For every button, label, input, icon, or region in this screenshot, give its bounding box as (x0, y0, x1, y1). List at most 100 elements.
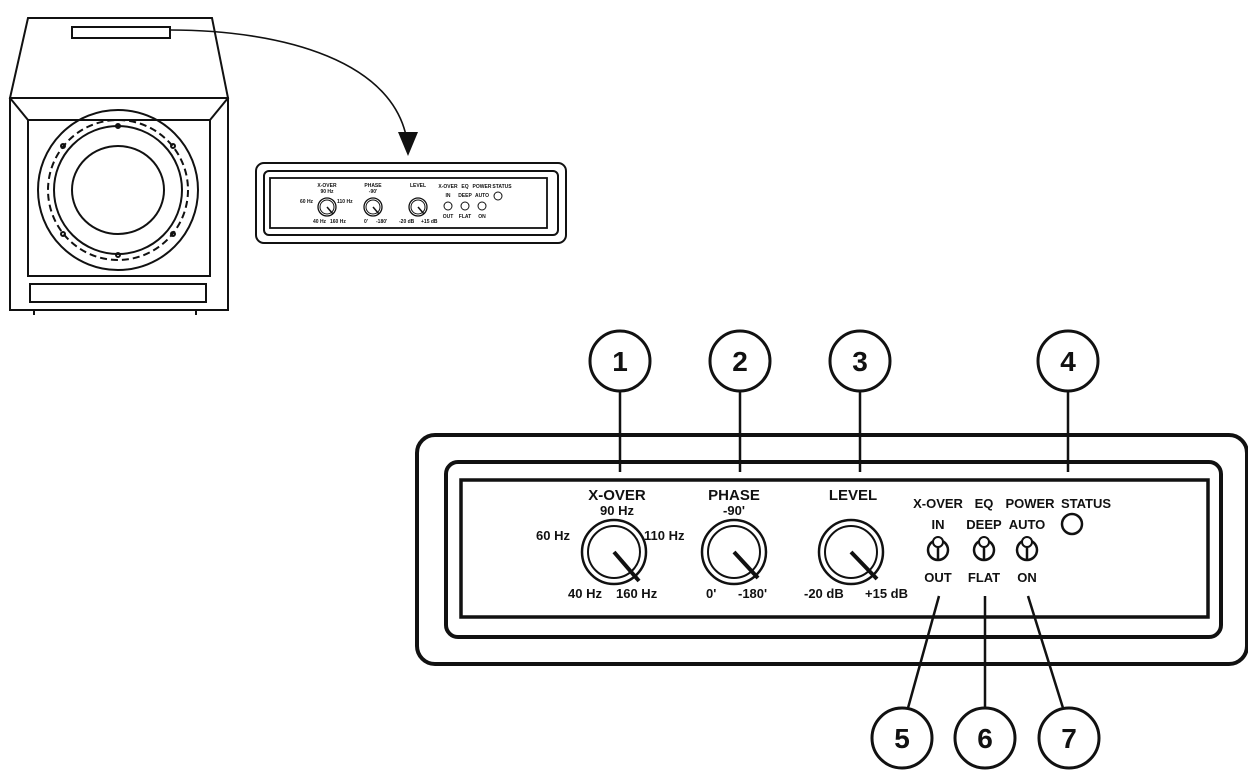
cabinet-top-panel-slot (71, 26, 171, 39)
xover-switch-lever-icon (932, 536, 944, 548)
level-knob-pointer (849, 550, 879, 581)
callout-5-leader (906, 595, 941, 709)
xover-toggle-switch[interactable] (926, 536, 950, 562)
small-level-knob-inner (410, 199, 426, 215)
small-xover-switch-icon (443, 201, 453, 211)
small-status-led-icon (493, 191, 503, 201)
small-xover-knob (317, 197, 337, 217)
small-xover-left: 60 Hz (300, 199, 314, 205)
cabinet-port (29, 283, 207, 303)
power-switch-title: POWER (1005, 496, 1055, 511)
callout-2-circle (708, 329, 772, 393)
callout-3-number: 3 (852, 346, 868, 377)
cabinet-bevel-line (9, 97, 29, 121)
phase-label-bottom-right: -180' (738, 586, 767, 601)
phase-title: PHASE (708, 487, 760, 504)
xover-label-left: 60 Hz (536, 528, 570, 543)
level-label-bottom-right: +15 dB (865, 586, 908, 601)
small-phase-br: -180' (376, 219, 387, 225)
power-switch-label-bottom: ON (1017, 570, 1037, 585)
arrow-head (398, 132, 418, 156)
callouts: 1 2 3 4 5 6 7 (588, 329, 1101, 770)
small-xover-top: 90 Hz (320, 189, 334, 195)
small-phase-knob (363, 197, 383, 217)
xover-knob[interactable] (580, 518, 648, 586)
callout-1-number: 1 (612, 346, 628, 377)
large-panel-outer (415, 433, 1248, 666)
driver-screw (170, 143, 176, 149)
xover-knob-inner (587, 525, 641, 579)
level-knob[interactable] (817, 518, 885, 586)
small-sw-eq-bottom: FLAT (459, 214, 471, 220)
small-eq-switch-icon (460, 201, 470, 211)
eq-switch-title: EQ (975, 496, 994, 511)
small-level-knob (408, 197, 428, 217)
large-panel-middle (444, 460, 1223, 639)
phase-knob-inner (707, 525, 761, 579)
callout-7-leader (1026, 595, 1065, 709)
small-sw-eq-top: DEEP (458, 193, 472, 199)
level-knob-inner (824, 525, 878, 579)
small-panel-inner (269, 177, 548, 229)
driver-screw (170, 231, 176, 237)
eq-switch-lever-icon (978, 536, 990, 548)
xover-label-right: 110 Hz (644, 528, 685, 543)
small-level-br: +15 dB (421, 219, 438, 225)
xover-label-bottom-right: 160 Hz (616, 586, 658, 601)
callout-7-number: 7 (1061, 723, 1077, 754)
small-xover-knob-inner (319, 199, 335, 215)
xover-knob-pointer (612, 550, 641, 583)
eq-switch-label-bottom: FLAT (968, 570, 1000, 585)
small-sw-xover-title: X-OVER (438, 184, 458, 190)
small-level-title: LEVEL (410, 183, 426, 189)
driver-screw (115, 252, 121, 258)
level-label-bottom-left: -20 dB (804, 586, 844, 601)
small-sw-eq-title: EQ (461, 184, 468, 190)
driver-outer-ring (37, 109, 199, 271)
small-level-bl: -20 dB (399, 219, 415, 225)
small-power-switch-icon (477, 201, 487, 211)
small-sw-xover-bottom: OUT (443, 214, 454, 220)
subwoofer-illustration (8, 17, 230, 315)
arrow-curve (169, 29, 409, 149)
callout-2-number: 2 (732, 346, 748, 377)
callout-1-circle (588, 329, 652, 393)
phase-knob[interactable] (700, 518, 768, 586)
callout-6-number: 6 (977, 723, 993, 754)
small-phase-knob-inner (365, 199, 381, 215)
driver-surround (47, 119, 189, 261)
driver-dust-cap (71, 145, 165, 235)
power-toggle-switch[interactable] (1015, 536, 1039, 562)
xover-label-top: 90 Hz (600, 503, 634, 518)
power-switch-lever-icon (1021, 536, 1033, 548)
callout-6-circle (953, 706, 1017, 770)
xover-label-bottom-left: 40 Hz (568, 586, 602, 601)
callout-3-circle (828, 329, 892, 393)
driver-screw (60, 143, 66, 149)
small-phase-pointer (372, 206, 380, 215)
xover-switch-title: X-OVER (913, 496, 963, 511)
pointer-arrow (169, 29, 418, 156)
small-status-title: STATUS (492, 184, 512, 190)
small-panel-middle (263, 170, 559, 236)
small-level-pointer (417, 206, 425, 215)
small-panel-outer (255, 162, 567, 244)
phase-label-top: -90' (723, 503, 745, 518)
driver-screw (60, 231, 66, 237)
small-phase-bl: 0' (364, 219, 368, 225)
small-sw-power-bottom: ON (478, 214, 486, 220)
small-sw-power-top: AUTO (475, 193, 489, 199)
phase-knob-pointer (732, 550, 760, 580)
callout-5-circle (870, 706, 934, 770)
driver-screw (115, 123, 121, 129)
status-title: STATUS (1061, 496, 1111, 511)
large-control-panel: X-OVER 90 Hz 60 Hz 110 Hz 40 Hz 160 Hz P… (415, 433, 1248, 666)
small-xover-title: X-OVER (317, 183, 337, 189)
eq-toggle-switch[interactable] (972, 536, 996, 562)
phase-label-bottom-left: 0' (706, 586, 716, 601)
callout-5-number: 5 (894, 723, 910, 754)
callout-4-circle (1036, 329, 1100, 393)
small-sw-power-title: POWER (473, 184, 492, 190)
power-switch-label-top: AUTO (1009, 517, 1046, 532)
